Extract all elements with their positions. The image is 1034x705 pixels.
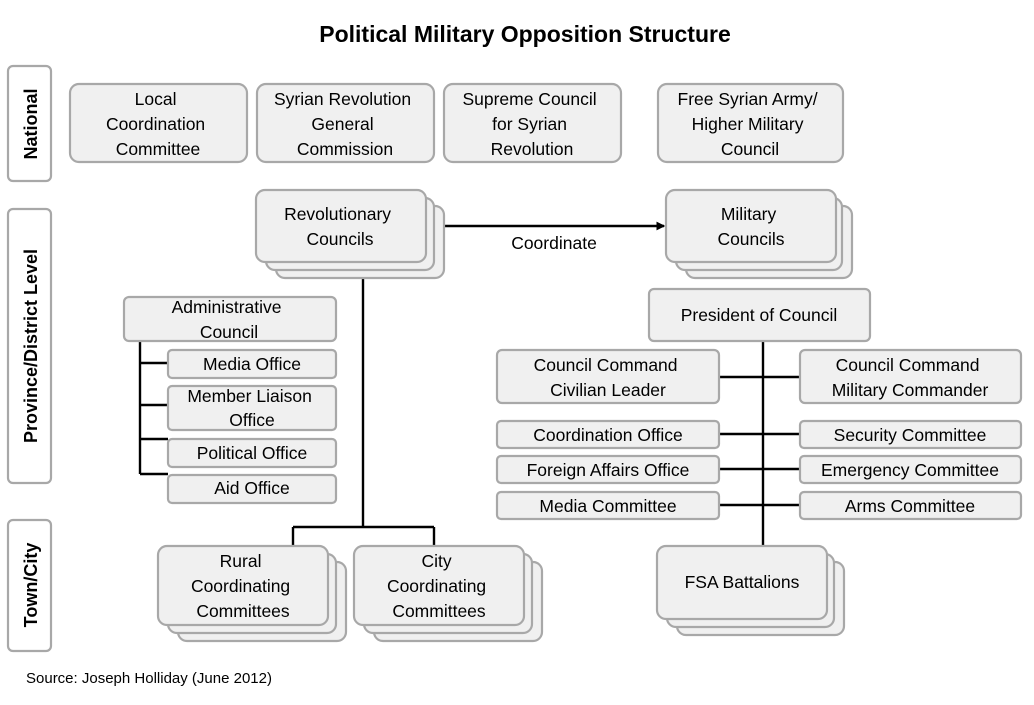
- box-council-command-civilian-leader: Council Command Civilian Leader: [495, 348, 721, 405]
- box-coordination-office: Coordination Office: [495, 419, 721, 450]
- box-administrative-council: Administrative Council: [122, 295, 338, 343]
- box-supreme-council-syrian-revolution: Supreme Council for Syrian Revolution: [442, 82, 623, 164]
- svg-text:Political Office: Political Office: [197, 443, 308, 463]
- diagram-title: Political Military Opposition Structure: [319, 21, 731, 47]
- svg-text:Emergency Committee: Emergency Committee: [821, 460, 999, 480]
- box-security-committee: Security Committee: [798, 419, 1023, 450]
- box-arms-committee: Arms Committee: [798, 490, 1023, 521]
- svg-text:Media Office: Media Office: [203, 354, 301, 374]
- svg-text:Free Syrian Army/ Higher: Free Syrian Army/ Higher Military Counci…: [678, 89, 823, 159]
- svg-text:Rural Coordinating: Rural Coordinating Committees: [191, 551, 295, 621]
- box-fsa-battalions: FSA Battalions: [655, 544, 846, 637]
- box-aid-office: Aid Office: [166, 473, 338, 505]
- box-political-office: Political Office: [166, 437, 338, 469]
- svg-text:Arms Committee: Arms Committee: [845, 496, 975, 516]
- level-national: National: [6, 64, 53, 183]
- svg-text:Local Coordination: Local Coordination Committee: [106, 89, 210, 159]
- coordinate-label: Coordinate: [511, 233, 597, 253]
- svg-text:Revolutionary Councils: Revolutionary Councils: [284, 204, 396, 249]
- svg-text:Supreme Council for Syri: Supreme Council for Syrian Revolution: [462, 89, 601, 159]
- level-province-label: Province/District Level: [21, 249, 41, 443]
- svg-text:Council Command Military: Council Command Military Commander: [832, 355, 989, 400]
- svg-text:Member Liaison Office: Member Liaison Office: [187, 386, 316, 430]
- svg-text:Administrative Council: Administrative Council: [172, 297, 287, 342]
- source-note: Source: Joseph Holliday (June 2012): [26, 670, 272, 687]
- svg-text:Security Committee: Security Committee: [834, 425, 987, 445]
- connectors: [138, 272, 800, 548]
- svg-text:Council Command Civilian: Council Command Civilian Leader: [534, 355, 683, 400]
- box-foreign-affairs-office: Foreign Affairs Office: [495, 454, 721, 485]
- box-media-committee: Media Committee: [495, 490, 721, 521]
- box-emergency-committee: Emergency Committee: [798, 454, 1023, 485]
- svg-text:Syrian Revolution Genera: Syrian Revolution General Commission: [274, 89, 416, 159]
- svg-text:Foreign Affairs Office: Foreign Affairs Office: [527, 460, 690, 480]
- box-military-councils: Military Councils: [664, 188, 854, 280]
- box-free-syrian-army: Free Syrian Army/ Higher Military Counci…: [656, 82, 845, 164]
- box-local-coordination-committee: Local Coordination Committee: [68, 82, 249, 164]
- level-town: Town/City: [6, 518, 53, 653]
- svg-text:Media Committee: Media Committee: [539, 496, 676, 516]
- box-member-liaison-office: Member Liaison Office: [166, 384, 338, 432]
- svg-text:Aid Office: Aid Office: [214, 478, 290, 498]
- svg-text:President of Council: President of Council: [681, 305, 838, 325]
- box-rural-coordinating-committees: Rural Coordinating Committees: [156, 544, 348, 643]
- box-city-coordinating-committees: City Coordinating Committees: [352, 544, 544, 643]
- svg-text:FSA Battalions: FSA Battalions: [685, 572, 800, 592]
- svg-text:City Coordinating: City Coordinating Committees: [387, 551, 491, 621]
- box-council-command-military-commander: Council Command Military Commander: [798, 348, 1023, 405]
- level-national-label: National: [21, 88, 41, 159]
- svg-text:Coordination Office: Coordination Office: [533, 425, 683, 445]
- box-president-of-council: President of Council: [647, 287, 872, 343]
- box-media-office: Media Office: [166, 348, 338, 380]
- box-syrian-revolution-general-commission: Syrian Revolution General Commission: [255, 82, 436, 164]
- level-province: Province/District Level: [6, 207, 53, 485]
- svg-text:Military Councils: Military Councils: [717, 204, 784, 249]
- box-revolutionary-councils: Revolutionary Councils: [254, 188, 446, 280]
- level-town-label: Town/City: [21, 543, 41, 628]
